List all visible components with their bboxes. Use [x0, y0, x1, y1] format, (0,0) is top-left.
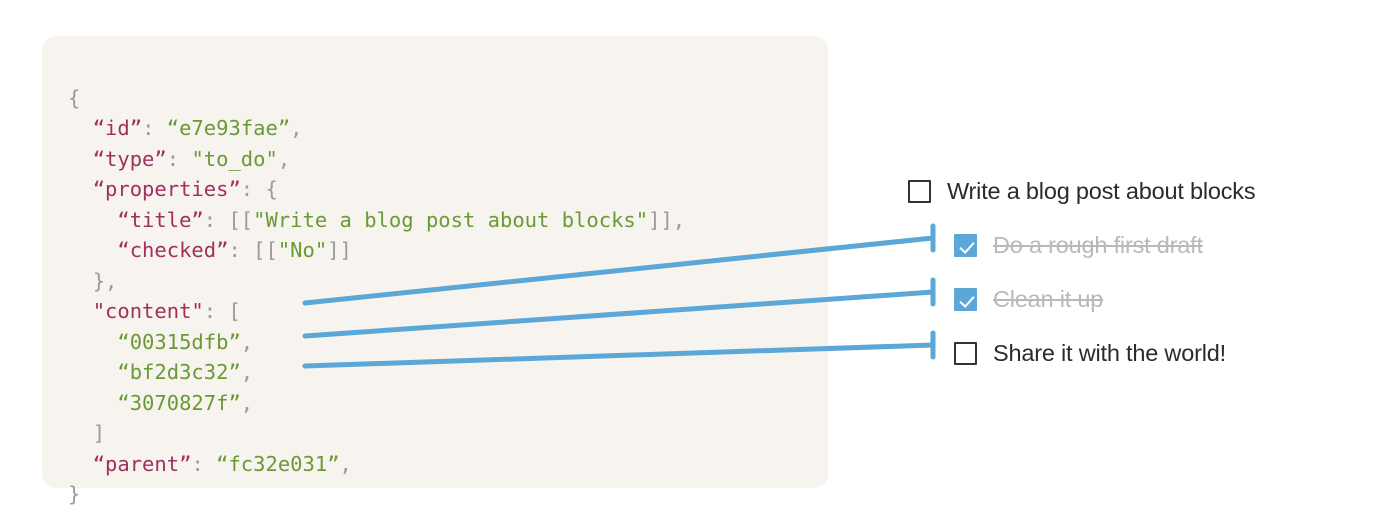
- code-token-punct: ,: [277, 146, 291, 171]
- todo-row[interactable]: Do a rough first draft: [908, 218, 1368, 272]
- code-line: “id”: “e7e93fae”,: [68, 116, 303, 140]
- todo-label[interactable]: Do a rough first draft: [993, 231, 1203, 258]
- code-token-punct: :: [191, 451, 217, 476]
- json-code-panel: { “id”: “e7e93fae”, “type”: "to_do", “pr…: [42, 36, 828, 506]
- code-token-key: “id”: [92, 116, 143, 140]
- code-token-punct: {: [68, 85, 81, 110]
- code-line: “type”: "to_do",: [68, 146, 291, 171]
- code-token-punct: :: [142, 116, 167, 140]
- code-line: },: [68, 268, 118, 293]
- code-token-str: "No": [277, 238, 328, 262]
- code-token-str: “fc32e031”: [216, 451, 340, 476]
- todo-label[interactable]: Clean it up: [993, 285, 1104, 312]
- todo-label[interactable]: Share it with the world!: [993, 339, 1226, 366]
- code-line: “3070827f”,: [68, 391, 253, 415]
- code-token-punct: },: [92, 268, 118, 293]
- code-token-key: “checked”: [117, 238, 229, 262]
- code-token-punct: ,: [240, 329, 254, 354]
- code-token-str: “e7e93fae”: [166, 116, 291, 140]
- todo-row[interactable]: Clean it up: [908, 272, 1368, 326]
- code-line: "content": [: [68, 299, 241, 323]
- code-line: “parent”: “fc32e031”,: [68, 452, 352, 476]
- json-code-block: { “id”: “e7e93fae”, “type”: "to_do", “pr…: [68, 83, 685, 510]
- todo-label[interactable]: Write a blog post about blocks: [947, 177, 1256, 204]
- checkbox-unchecked-icon[interactable]: [954, 341, 977, 365]
- code-token-punct: ,: [290, 116, 303, 140]
- code-token-punct: ,: [240, 390, 254, 415]
- code-line: “properties”: {: [68, 177, 278, 201]
- code-token-punct: :: [166, 146, 192, 171]
- code-token-str: “00315dfb”: [117, 329, 241, 354]
- code-token-str: “bf2d3c32”: [117, 360, 241, 384]
- code-token-key: "content": [92, 299, 204, 323]
- code-token-punct: : {: [240, 177, 278, 201]
- code-line: “bf2d3c32”,: [68, 360, 253, 384]
- code-token-punct: ]]: [327, 238, 352, 262]
- code-token-punct: : [[: [203, 207, 254, 232]
- code-line: “checked”: [["No"]]: [68, 238, 352, 262]
- code-token-punct: ,: [339, 451, 352, 476]
- code-token-key: “type”: [92, 146, 167, 171]
- code-token-punct: ]],: [648, 207, 686, 232]
- code-token-punct: }: [68, 482, 81, 506]
- code-token-key: “properties”: [92, 177, 241, 201]
- checkbox-checked-icon[interactable]: [954, 233, 977, 257]
- todo-checklist: Write a blog post about blocks Do a rough…: [908, 164, 1368, 380]
- todo-row[interactable]: Write a blog post about blocks: [908, 164, 1368, 218]
- code-token-str: “3070827f”: [117, 390, 241, 415]
- code-token-punct: ]: [92, 421, 106, 445]
- checkbox-checked-icon[interactable]: [954, 287, 977, 311]
- code-line: }: [68, 482, 80, 506]
- code-token-str: "to_do": [191, 146, 278, 171]
- code-token-punct: : [[: [228, 238, 278, 262]
- code-token-key: “parent”: [92, 451, 192, 476]
- code-token-str: "Write a blog post about blocks": [253, 207, 649, 232]
- todo-row[interactable]: Share it with the world!: [908, 326, 1368, 380]
- code-line: ]: [68, 421, 105, 445]
- code-token-punct: ,: [240, 360, 254, 384]
- code-line: {: [68, 86, 80, 110]
- code-token-punct: : [: [203, 299, 241, 323]
- code-line: “00315dfb”,: [68, 330, 253, 354]
- checkbox-unchecked-icon[interactable]: [908, 179, 931, 203]
- code-line: “title”: [["Write a blog post about bloc…: [68, 208, 685, 232]
- code-token-key: “title”: [117, 207, 204, 232]
